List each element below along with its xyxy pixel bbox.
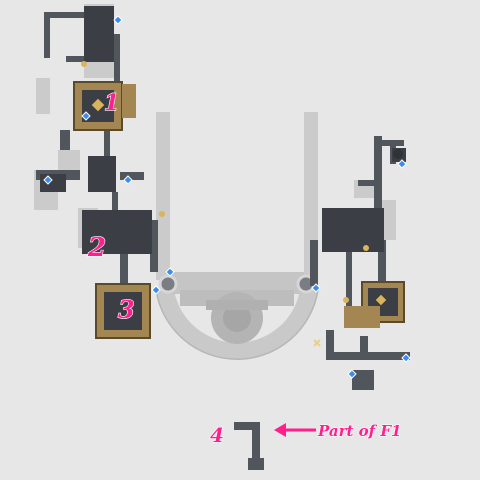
area-label-1: 1 bbox=[104, 90, 119, 116]
arrow-head-icon bbox=[274, 423, 286, 437]
waypoint-icon[interactable] bbox=[43, 175, 53, 185]
star-marker-icon[interactable] bbox=[81, 61, 87, 67]
star-marker-icon[interactable] bbox=[159, 211, 165, 217]
objective-markers bbox=[90, 97, 403, 307]
waypoint-icon[interactable] bbox=[151, 285, 161, 295]
area-label-3: 3 bbox=[118, 295, 135, 324]
waypoint-icon[interactable] bbox=[311, 283, 321, 293]
waypoint-icon[interactable] bbox=[113, 15, 123, 25]
waypoint-icon[interactable] bbox=[123, 175, 133, 185]
star-marker-icon[interactable] bbox=[343, 297, 349, 303]
waypoint-icon[interactable] bbox=[401, 353, 411, 363]
dark-rooms bbox=[40, 6, 406, 254]
waypoint-icons bbox=[43, 15, 411, 379]
star-marker-icon[interactable] bbox=[363, 245, 369, 251]
area-label-2: 2 bbox=[87, 233, 106, 263]
objective-diamond-icon[interactable] bbox=[90, 97, 106, 113]
star-markers bbox=[81, 61, 369, 303]
area-label-4: 4 bbox=[210, 423, 224, 447]
waypoint-icon[interactable] bbox=[347, 369, 357, 379]
annotation-text: Part of F1 bbox=[317, 422, 401, 440]
annotation: Part of F1 bbox=[274, 422, 402, 441]
waypoint-icon[interactable] bbox=[165, 267, 175, 277]
highlight-rooms bbox=[73, 81, 405, 339]
corridors bbox=[36, 12, 410, 470]
plaza-arc bbox=[155, 272, 319, 360]
waypoint-icon[interactable] bbox=[81, 111, 91, 121]
x-marker bbox=[313, 339, 321, 347]
waypoint-icon[interactable] bbox=[397, 159, 407, 169]
objective-round-icon[interactable] bbox=[393, 149, 403, 159]
objective-diamond-icon[interactable] bbox=[374, 293, 388, 307]
